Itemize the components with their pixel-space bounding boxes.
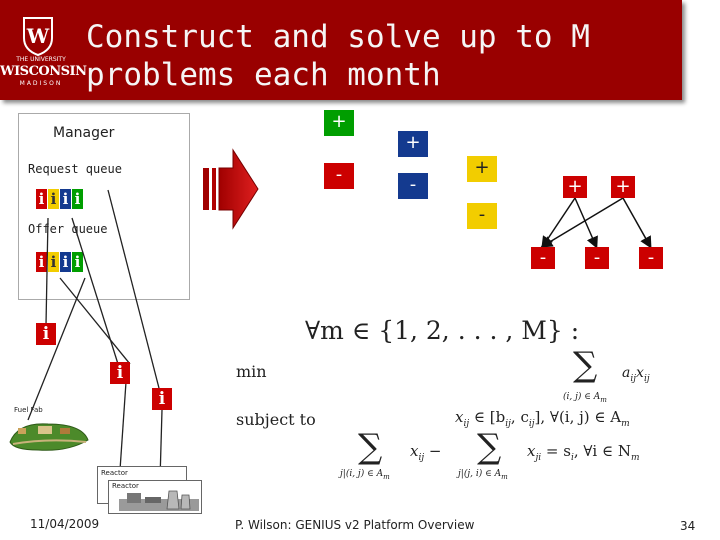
- c2-rhs: = s: [541, 442, 571, 460]
- inflow-x-sub: ji: [535, 453, 542, 463]
- reactor-image: [119, 490, 199, 511]
- inflow-term: xji = si, ∀i ∈ Nm: [527, 442, 640, 463]
- inflow-sub-m: m: [501, 472, 508, 481]
- slide-title-line2: problems each month: [86, 57, 441, 93]
- page-number: 34: [680, 519, 696, 533]
- forall-statement: ∀m ∈ {1, 2, . . . , M} :: [305, 316, 580, 345]
- request-queue-icon-green: i: [72, 189, 83, 209]
- c1-x: x: [455, 408, 464, 426]
- minus-box-blue: -: [398, 173, 428, 199]
- outflow-sum-symbol: ∑: [358, 427, 383, 467]
- outflow-x-sub: ij: [418, 453, 425, 463]
- network-edge: [574, 197, 598, 249]
- c1-c-sub: ij: [528, 419, 535, 429]
- reactor-label-2: Reactor: [112, 482, 139, 490]
- subject-to-label: subject to: [236, 410, 316, 429]
- right-arrow-icon: [203, 148, 259, 230]
- bounds-constraint: xij ∈ [bij, cij], ∀(i, j) ∈ Am: [455, 408, 630, 429]
- request-queue-icon-blue: i: [60, 189, 71, 209]
- objective-sum-symbol: ∑: [573, 345, 598, 385]
- outflow-sub-m: m: [383, 472, 390, 481]
- request-queue-icon-yellow: i: [48, 189, 59, 209]
- cost-coefficient-sub: ij: [630, 373, 637, 384]
- inflow-sum-symbol: ∑: [477, 427, 502, 467]
- offer-queue-icon-yellow: i: [48, 252, 59, 272]
- connector-line: [119, 381, 127, 471]
- network-edge: [541, 197, 576, 249]
- logo-the-university: THE UNIVERSITY: [16, 56, 66, 63]
- request-queue: i i i i: [36, 189, 96, 211]
- offer-queue-icon-blue: i: [60, 252, 71, 272]
- plus-box-green: +: [324, 110, 354, 136]
- c1-mid: , c: [510, 408, 529, 426]
- c1-b-sub: ij: [505, 419, 511, 429]
- objective-sum-subscript-text: (i, j) ∈ A: [563, 392, 601, 402]
- network-edge: [622, 197, 652, 249]
- c1-end-sub: m: [621, 419, 630, 429]
- manager-label: Manager: [53, 125, 115, 141]
- footer-date: 11/04/2009: [30, 517, 100, 531]
- c2-end-sub: m: [631, 453, 640, 463]
- reactor-card-2: Reactor: [108, 480, 202, 514]
- c1-rest: ∈ [b: [469, 408, 506, 426]
- request-queue-label: Request queue: [28, 162, 122, 176]
- c1-x-sub: ij: [463, 419, 470, 429]
- network-source-plus-1: +: [563, 176, 587, 198]
- c1-end: ], ∀(i, j) ∈ A: [534, 408, 622, 426]
- network-sink-minus-1: -: [531, 247, 555, 269]
- outflow-sum-subscript: j|(i, j) ∈ Am: [340, 469, 390, 481]
- min-label: min: [236, 362, 267, 381]
- connector-line: [27, 277, 86, 421]
- info-icon: i: [36, 323, 56, 345]
- offer-queue: i i i i: [36, 252, 96, 274]
- inflow-x: x: [527, 442, 536, 460]
- network-sink-minus-2: -: [585, 247, 609, 269]
- logo-wisconsin: WISCONSIN: [0, 64, 87, 79]
- network-edge: [540, 197, 624, 248]
- outflow-term: xij −: [410, 442, 441, 463]
- objective-sum-subscript-m: m: [600, 395, 607, 404]
- network-source-plus-2: +: [611, 176, 635, 198]
- flow-variable: x: [636, 365, 644, 381]
- flow-variable-sub: ij: [643, 373, 650, 384]
- objective-term: aijxij: [622, 365, 650, 384]
- university-logo: W THE UNIVERSITY WISCONSIN MADISON: [0, 12, 87, 92]
- footer-title: P. Wilson: GENIUS v2 Platform Overview: [235, 518, 475, 532]
- reactor-label-1: Reactor: [101, 469, 128, 477]
- inflow-sum-subscript: j|(j, i) ∈ Am: [458, 469, 508, 481]
- objective-sum-subscript: (i, j) ∈ Am: [563, 392, 607, 404]
- inflow-sub-text: j|(j, i) ∈ A: [458, 469, 502, 479]
- outflow-sub-text: j|(i, j) ∈ A: [340, 469, 384, 479]
- minus-box-yellow: -: [467, 203, 497, 229]
- plus-box-blue: +: [398, 131, 428, 157]
- connector-line: [59, 277, 131, 365]
- minus-box-red: -: [324, 163, 354, 189]
- farm-image: [9, 423, 89, 451]
- offer-queue-icon-green: i: [72, 252, 83, 272]
- connector-line: [45, 217, 49, 326]
- c2-end: , ∀i ∈ N: [573, 442, 631, 460]
- slide-title: Construct and solve up to M problems eac…: [86, 18, 646, 94]
- connector-line: [107, 189, 161, 393]
- info-icon: i: [152, 388, 172, 410]
- info-icon: i: [110, 362, 130, 384]
- plus-box-yellow: +: [467, 156, 497, 182]
- minus-operator: −: [424, 442, 442, 460]
- crest-icon: W: [23, 17, 53, 56]
- slide-title-line1-text: Construct and solve up to M: [86, 19, 590, 55]
- logo-madison: MADISON: [19, 80, 63, 87]
- cost-coefficient: a: [622, 365, 631, 381]
- network-sink-minus-3: -: [639, 247, 663, 269]
- outflow-x: x: [410, 442, 419, 460]
- offer-queue-icon-red: i: [36, 252, 47, 272]
- c2-rhs-sub: i: [570, 453, 574, 463]
- farm-label: Fuel Fab: [14, 406, 43, 414]
- request-queue-icon-red: i: [36, 189, 47, 209]
- slide-title-line1: Construct and solve up to M: [86, 18, 646, 56]
- connector-line: [71, 217, 119, 365]
- crest-letter: W: [26, 24, 50, 48]
- title-bar: [0, 0, 682, 100]
